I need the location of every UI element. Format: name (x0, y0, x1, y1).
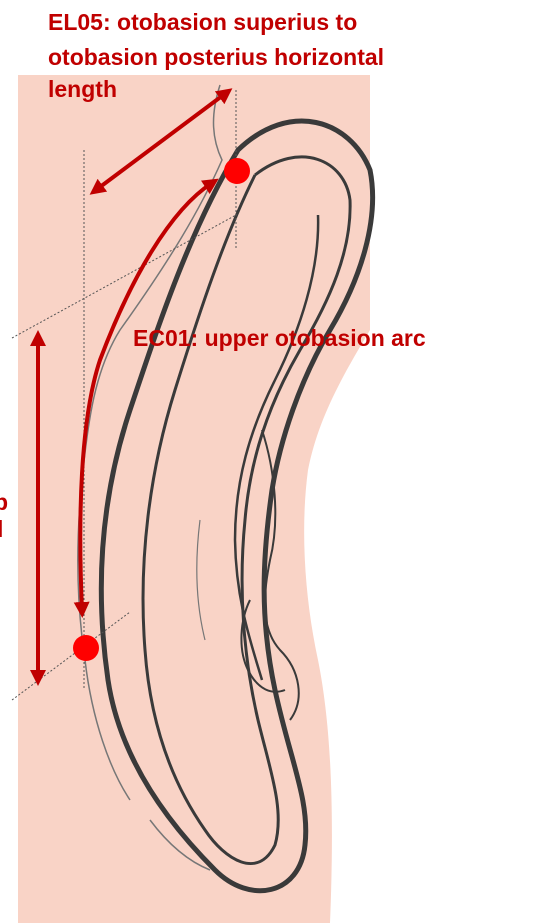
el05-label-line1: EL05: otobasion superius to (48, 9, 357, 35)
landmark-otobasion-superius-dot (224, 158, 250, 184)
left-cut-label-line2: l (0, 516, 3, 542)
el05-label-line3: length (48, 76, 117, 102)
landmark-otobasion-inferius-dot (73, 635, 99, 661)
el05-label-line2: otobasion posterius horizontal (48, 44, 384, 70)
left-cut-label-line1: p (0, 489, 8, 515)
ec01-label: EC01: upper otobasion arc (133, 325, 426, 351)
